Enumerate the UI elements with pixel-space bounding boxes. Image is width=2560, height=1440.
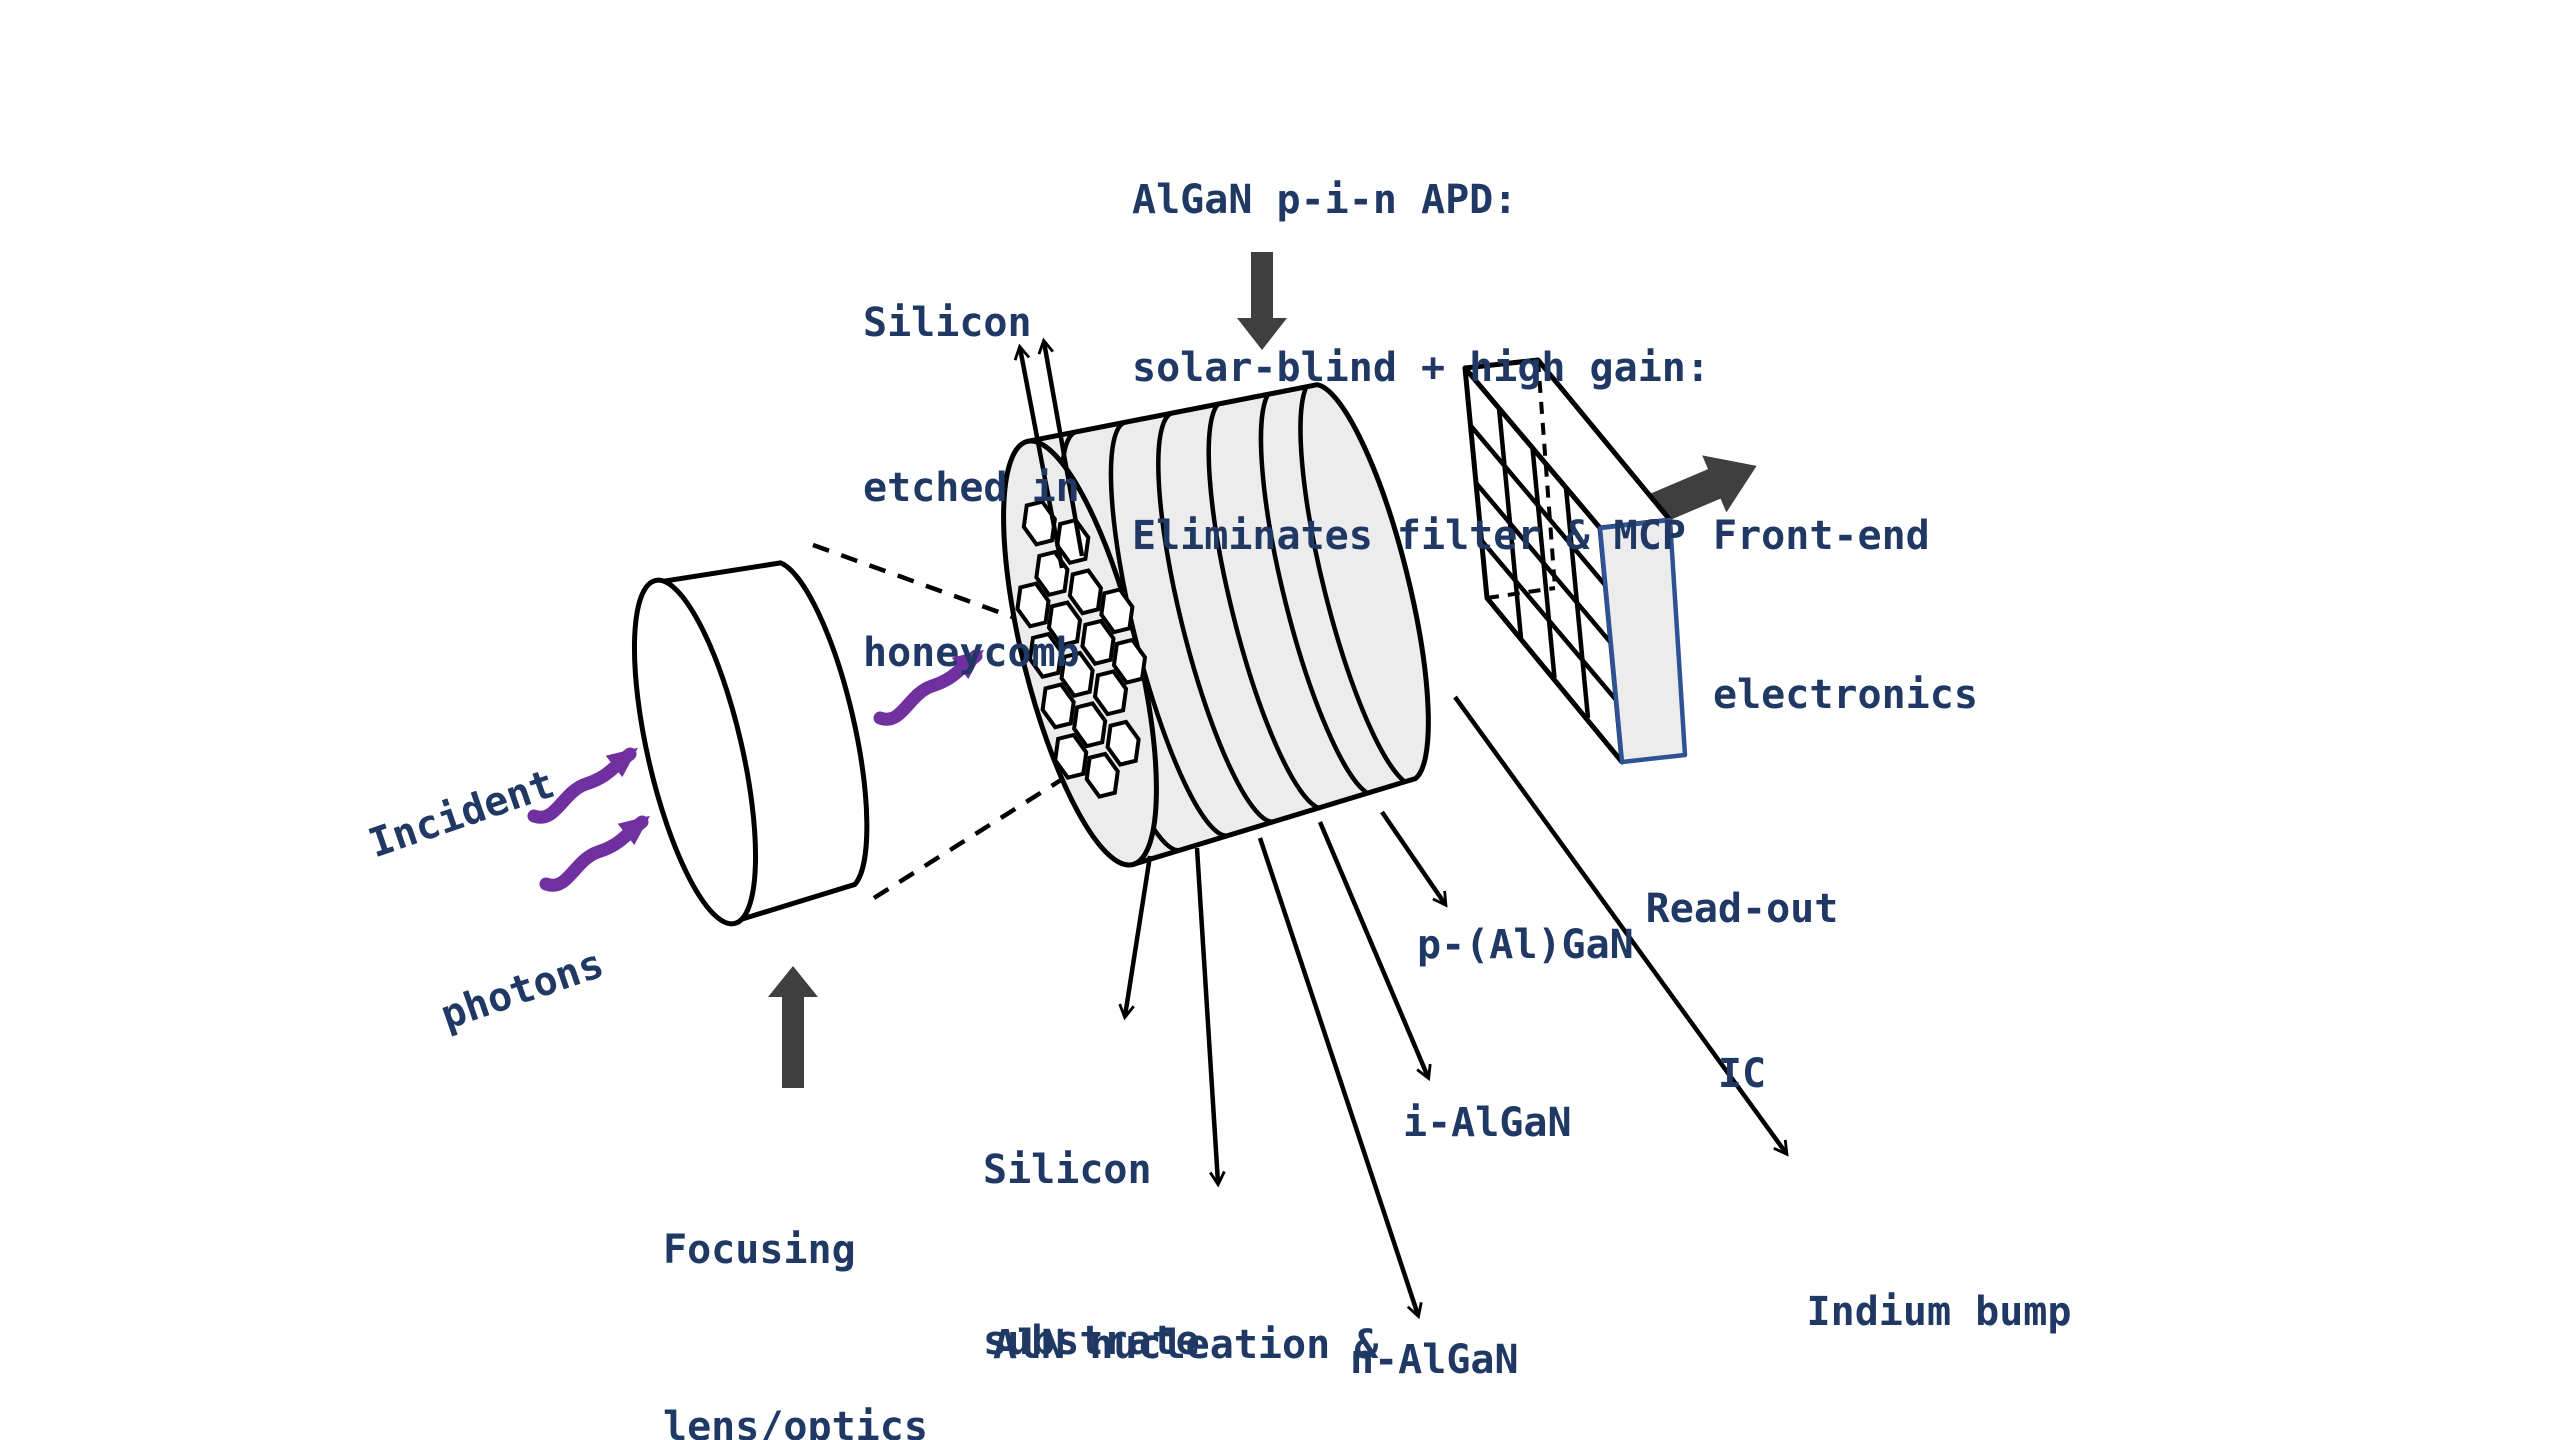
focusing-line-2: lens/optics <box>663 1404 928 1440</box>
title-label: AlGaN p-i-n APD: solar-blind + high gain… <box>1132 60 1710 676</box>
honeycomb-cell <box>1105 719 1141 767</box>
arrow-i-algan <box>1317 821 1432 1082</box>
incident-line-1: Incident <box>363 760 561 868</box>
incident-line-2: photons <box>435 940 610 1040</box>
aln-nucleation-label: AlN nucleation & transition layers <box>993 1205 1402 1440</box>
honeycomb-cell <box>1053 732 1089 780</box>
honeycomb-cell <box>1027 631 1064 680</box>
drum-layer-line-3 <box>1156 410 1276 824</box>
roic-end-face <box>1597 517 1688 765</box>
focusing-lens <box>631 560 870 927</box>
photon-arrow-3 <box>873 649 985 726</box>
nucleation-line-1: AlN nucleation & <box>993 1322 1379 1368</box>
honeycomb-cells <box>1015 499 1148 799</box>
honeycomb-cell <box>1046 600 1083 648</box>
honeycomb-label: Silicon etched in honeycomb <box>863 186 1080 791</box>
substrate-line-1: Silicon <box>983 1147 1152 1193</box>
readout-ic-label: Read-out IC <box>1642 772 1842 1212</box>
front-end-label: Front-end electronics <box>1713 404 1978 828</box>
title-line-3: Eliminates filter & MCP <box>1132 513 1686 559</box>
photon-arrow-2 <box>539 815 651 892</box>
honeycomb-cell <box>1080 618 1116 666</box>
honeycomb-cell <box>1067 568 1103 616</box>
title-line-1: AlGaN p-i-n APD: <box>1132 177 1518 223</box>
readout-line-1: Read-out <box>1645 886 1839 932</box>
honeycomb-pointer-arrow-2 <box>1037 337 1085 557</box>
honeycomb-cell <box>1111 637 1148 685</box>
honeycomb-cell <box>1072 701 1108 749</box>
n-algan-label: n-AlGaN <box>1350 1337 1519 1383</box>
p-algan-label: p-(Al)GaN <box>1417 922 1634 968</box>
honeycomb-cell <box>1092 669 1129 717</box>
apd-detector-drum <box>1001 382 1431 868</box>
honeycomb-cell <box>1015 581 1051 629</box>
arrow-n-algan <box>1257 837 1423 1320</box>
honeycomb-cell <box>1040 682 1076 730</box>
honeycomb-label-line-3: honeycomb <box>863 630 1080 676</box>
title-line-2: solar-blind + high gain: <box>1132 345 1710 391</box>
drum-layer-line-4 <box>1206 402 1320 810</box>
projection-dashed-line-bottom <box>872 766 1082 900</box>
honeycomb-label-line-2: etched in <box>863 465 1080 511</box>
arrow-p-algan <box>1380 810 1448 908</box>
readout-line-2: IC <box>1717 1051 1767 1097</box>
title-down-arrow <box>1237 252 1287 350</box>
i-algan-label: i-AlGaN <box>1403 1100 1572 1146</box>
front-end-line-2: electronics <box>1713 672 1978 718</box>
roic-grid-lines <box>1468 407 1619 719</box>
focusing-up-arrow <box>768 966 818 1088</box>
arrow-silicon-substrate <box>1118 855 1153 1021</box>
front-end-line-1: Front-end <box>1713 513 1930 559</box>
indium-line-1: Indium bump <box>1806 1289 2072 1335</box>
readout-ic-box <box>1462 357 1688 765</box>
silicon-substrate-label: Silicon substrate <box>983 1028 1200 1440</box>
honeycomb-pointer-arrow-1 <box>1013 343 1065 569</box>
roic-hidden-edge-vertical <box>1536 359 1557 589</box>
focusing-line-1: Focusing <box>663 1227 856 1273</box>
arrow-indium-bump <box>1453 695 1789 1157</box>
focusing-lens-label: Focusing lens/optics <box>663 1103 928 1440</box>
arrow-aln-nucleation <box>1194 847 1226 1188</box>
lens-front-face <box>631 577 759 927</box>
roic-hidden-edge-bottom <box>1486 586 1556 600</box>
honeycomb-label-line-1: Silicon <box>863 300 1032 346</box>
substrate-line-2: substrate <box>983 1318 1200 1364</box>
photon-arrow-1 <box>527 747 639 824</box>
honeycomb-cell <box>1099 587 1135 635</box>
indium-bump-label: Indium bump & flip-chip bonding <box>1707 1172 2171 1440</box>
front-end-arrow <box>1641 455 1757 527</box>
honeycomb-cell <box>1059 650 1095 698</box>
honeycomb-cell <box>1084 751 1120 799</box>
drum-layer-line-5 <box>1258 393 1369 796</box>
drum-layer-line-6 <box>1298 385 1407 784</box>
